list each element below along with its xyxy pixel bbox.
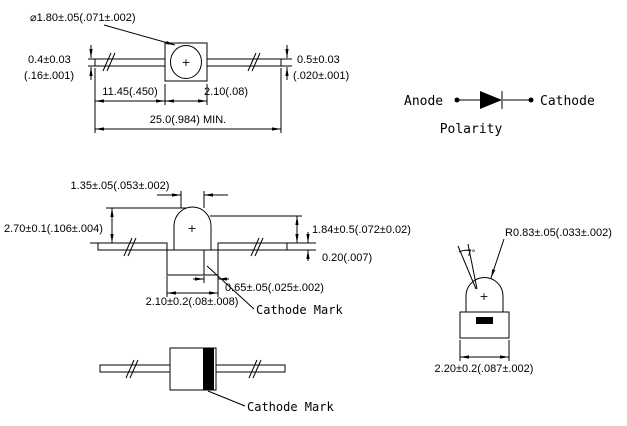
overall-length-dim: 25.0(.984) MIN.	[150, 114, 226, 126]
length-dimension-lines	[94, 68, 282, 133]
left-lead-thickness-dim-lines	[88, 45, 95, 80]
lead-break-marks	[125, 359, 262, 379]
body-length-dim: 2.10(.08)	[204, 86, 248, 98]
right-lead	[217, 242, 288, 251]
draft-angle-lines	[457, 243, 478, 290]
dome-height-dim-lines	[210, 215, 316, 244]
overall-height-dim: 2.70±0.1(.106±.004)	[4, 223, 103, 235]
lead-break-marks	[123, 237, 264, 257]
cathode-mark-leader-line	[206, 265, 255, 310]
left-lead-dim-mm: 0.4±0.03	[28, 54, 71, 66]
polarity-symbol: Anode Cathode Polarity	[404, 91, 595, 137]
lead-break-marks	[102, 52, 261, 72]
top-width-dim: 1.35±.05(.053±.002)	[71, 180, 170, 192]
cathode-band-view: Cathode Mark	[99, 347, 334, 414]
diameter-leader-line	[103, 24, 176, 46]
anode-label: Anode	[404, 94, 443, 109]
lead-length-dim: 11.45(.450)	[102, 86, 157, 98]
detail-view: + 7° R0.83±.05(.033±.002) 2.20±0.2(.087±…	[435, 227, 612, 375]
body-width-dim-lines	[166, 276, 218, 297]
cathode-band	[203, 348, 214, 390]
right-lead	[206, 58, 282, 67]
base-width-dim-lines	[459, 340, 510, 361]
overall-height-dim-lines	[90, 207, 186, 244]
top-width-dim-lines	[157, 191, 228, 208]
diode-triangle-icon	[480, 91, 502, 109]
lead-slot	[476, 317, 493, 324]
right-lead-thickness-dim-lines	[281, 45, 292, 80]
mark-width-dim-lines	[193, 275, 229, 297]
diameter-callout: ⌀1.80±.05(.071±.002)	[30, 12, 136, 24]
cathode-mark-label: Cathode Mark	[247, 400, 334, 414]
component-base	[459, 311, 510, 339]
lead-thickness-dim: 0.20(.007)	[322, 252, 372, 264]
radius-callout: R0.83±.05(.033±.002)	[505, 227, 612, 239]
mark-width-dim: 0.65±.05(.025±.002)	[225, 282, 324, 294]
dome-height-dim: 1.84±0.5(.072±0.02)	[312, 224, 411, 236]
cathode-mark-label: Cathode Mark	[256, 303, 343, 317]
polarity-plus-mark: +	[479, 290, 488, 303]
cathode-label: Cathode	[540, 94, 595, 109]
polarity-plus-mark: +	[187, 222, 196, 235]
polarity-caption: Polarity	[440, 122, 503, 137]
draft-angle-label: 7°	[467, 248, 476, 258]
component-base	[166, 249, 219, 276]
radius-leader-line	[490, 238, 505, 279]
cathode-mark-leader-line	[207, 390, 246, 407]
base-width-dim: 2.20±0.2(.087±.002)	[435, 363, 534, 375]
dome-body	[173, 206, 212, 251]
body-width-dim: 2.10±0.2(.08±.008)	[146, 296, 239, 308]
axial-side-view: + ⌀1.80±.05(.071±.002) 0.4±0.03 (.16±.00…	[24, 12, 349, 133]
front-view: + 1.35±.05(.053±.002) 2.70±0.1(.106±.004…	[4, 180, 411, 317]
polarity-plus-mark: +	[181, 56, 190, 69]
cathode-terminal-dot	[528, 97, 534, 103]
right-lead-dim-mm: 0.5±0.03	[297, 54, 340, 66]
lead-thickness-dim-lines	[287, 232, 316, 261]
right-lead	[215, 364, 286, 373]
left-lead-dim-in: (.16±.001)	[24, 70, 74, 82]
anode-terminal-dot	[454, 97, 460, 103]
lens-ellipse	[170, 45, 202, 79]
right-lead-dim-in: (.020±.001)	[293, 70, 349, 82]
